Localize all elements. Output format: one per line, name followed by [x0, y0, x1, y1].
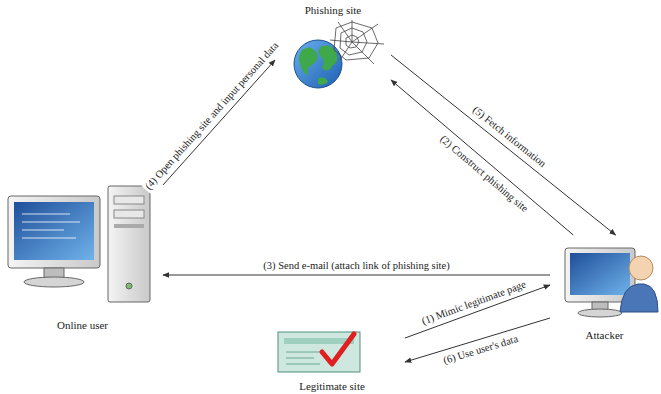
edge-label: (1) Mimic legitimate page [419, 278, 530, 328]
arrow-connector [391, 80, 573, 235]
arrow-connector [163, 60, 275, 185]
node-label: Attacker [550, 329, 659, 341]
node-label: Legitimate site [259, 380, 405, 392]
arrow-connector [163, 275, 550, 276]
arrow-connector [405, 285, 550, 338]
phishing-site-node: Phishing site [275, 2, 391, 94]
edge-label: (4) Open phishing site and input persona… [141, 38, 282, 193]
online-user-node: Online user [2, 175, 163, 333]
attacker-computer-icon [565, 248, 658, 317]
arrow-connector [391, 55, 616, 235]
node-label: Phishing site [275, 4, 391, 16]
attacker-node: Attacker [550, 235, 659, 343]
edge-label: (3) Send e-mail (attach link of phishing… [261, 260, 451, 272]
legitimate-site-node: Legitimate site [259, 322, 405, 394]
node-label: Online user [2, 319, 163, 331]
legitimate-site-icon [278, 332, 360, 372]
desktop-computer-icon [8, 186, 150, 302]
edge-label: (6) Use user's data [440, 332, 521, 367]
edge-label: (5) Fetch information [469, 103, 550, 171]
globe-web-icon [294, 20, 384, 88]
